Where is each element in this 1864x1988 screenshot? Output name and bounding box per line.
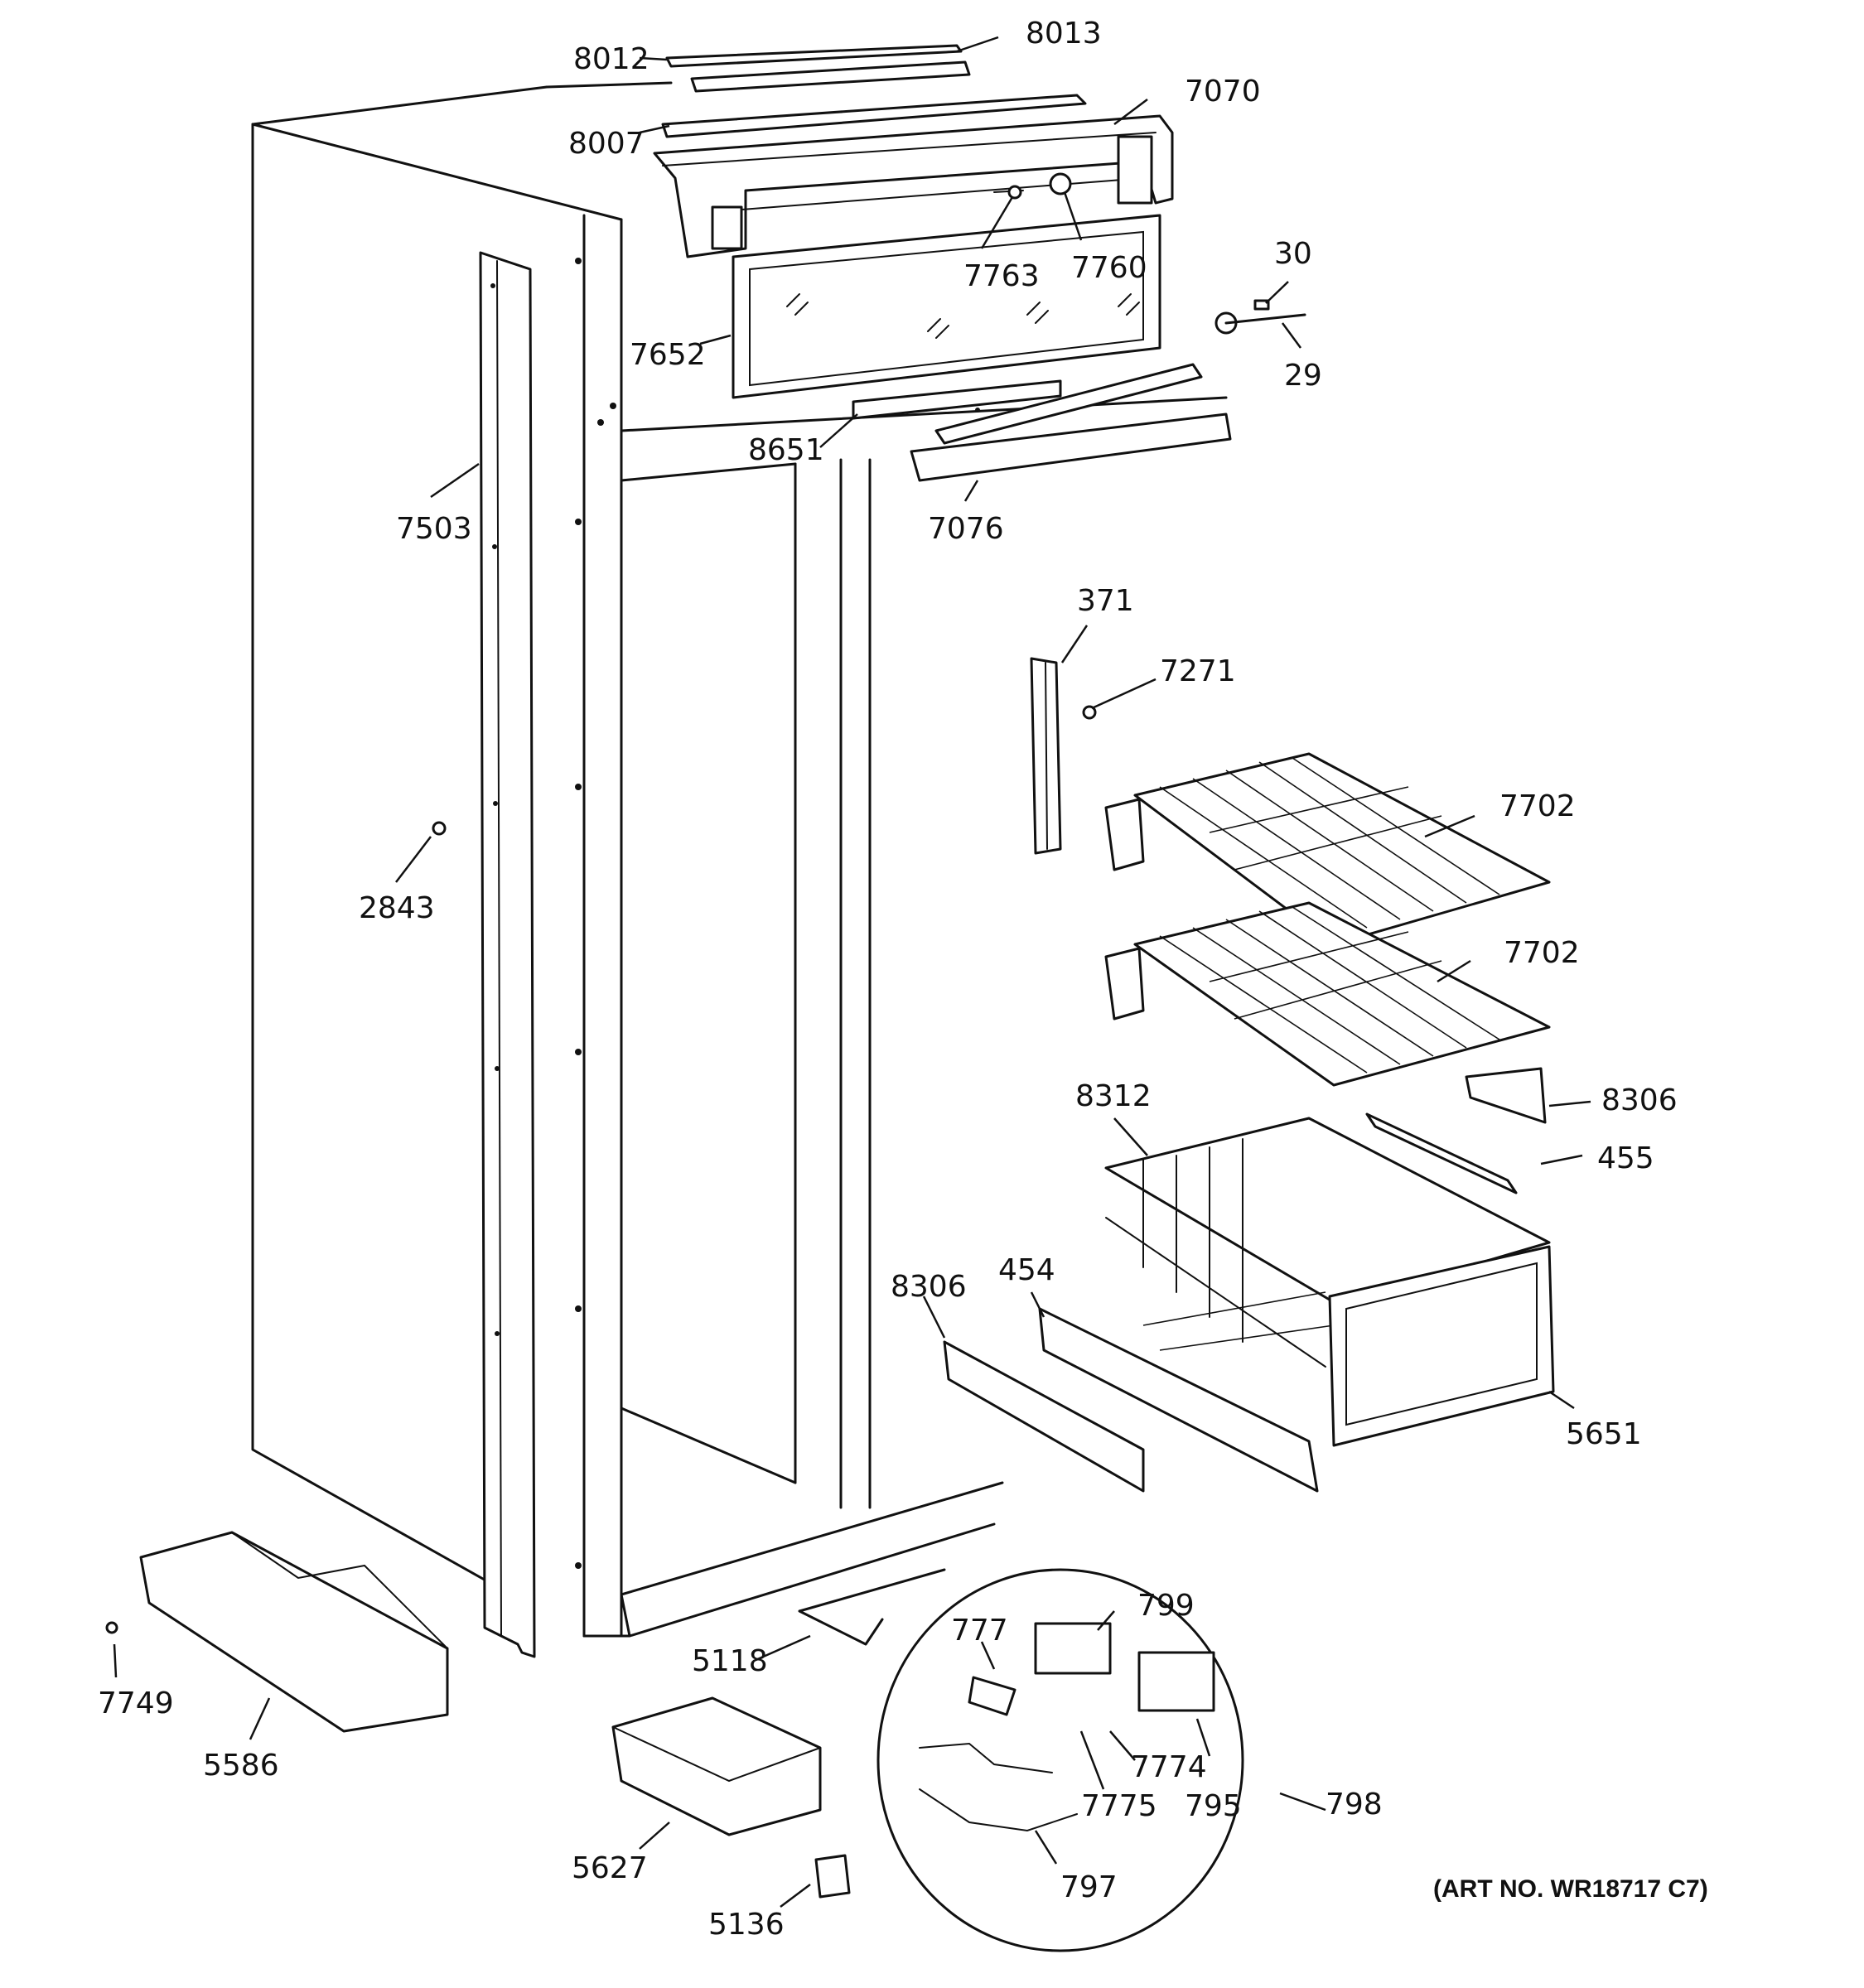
part-label: 7760: [1071, 251, 1147, 285]
part-label: 30: [1274, 237, 1312, 271]
freezer-basket: [1104, 1117, 1551, 1368]
wire-shelf-upper: [1104, 752, 1551, 946]
part-label: 5586: [203, 1749, 279, 1783]
part-label: 455: [1597, 1141, 1654, 1175]
part-label: 29: [1284, 359, 1322, 393]
part-label: 8306: [1601, 1083, 1678, 1117]
part-label: 7070: [1185, 75, 1261, 109]
lower-trims: [852, 363, 1232, 482]
part-label: 797: [1060, 1870, 1118, 1904]
part-label: 7749: [98, 1686, 174, 1720]
control-housing-7070: [653, 114, 1174, 258]
part-label: 7763: [963, 259, 1040, 293]
part-label: 5651: [1566, 1417, 1642, 1451]
part-label: 2843: [359, 891, 435, 925]
part-label: 7702: [1504, 936, 1580, 970]
cover-box-5586: [139, 1531, 449, 1733]
part-label: 7774: [1131, 1750, 1207, 1784]
ice-bin-and-hardware: [611, 1568, 946, 1899]
drawer-front-5651: [1328, 1245, 1555, 1447]
part-label: 7503: [396, 512, 472, 546]
shelf-rail-371: [1030, 657, 1062, 855]
top-trim-pieces: [661, 44, 1087, 138]
wire-shelf-lower: [1104, 901, 1551, 1087]
part-label: 5118: [692, 1644, 768, 1678]
door-trim-strip-7503: [479, 251, 536, 1658]
leader-lines: [113, 36, 1591, 1908]
cabinet-drawing: [251, 81, 1228, 1638]
small-hardware: [105, 185, 1306, 1634]
valve-detail-circle: [876, 1568, 1244, 1952]
glass-panel-7652: [732, 214, 1161, 399]
part-label: 371: [1077, 584, 1134, 618]
part-label: 5136: [708, 1908, 785, 1942]
art-number: (ART NO. WR18717 C7): [1433, 1875, 1708, 1903]
part-label: 7271: [1160, 654, 1236, 688]
part-labels: 8012 8013 7070 8007 7763 7760 30 29 7652…: [98, 17, 1708, 1942]
part-label: 7775: [1081, 1789, 1157, 1823]
drawer-slides: [943, 1067, 1547, 1493]
part-label: 5627: [572, 1851, 648, 1885]
part-label: 8312: [1075, 1079, 1152, 1113]
part-label: 777: [951, 1614, 1008, 1648]
part-label: 799: [1137, 1589, 1195, 1623]
part-label: 798: [1326, 1788, 1383, 1822]
part-label: 7652: [630, 338, 706, 372]
part-label: 8007: [568, 127, 645, 161]
part-label: 8012: [573, 42, 650, 76]
part-label: 8651: [748, 433, 824, 467]
part-label: 7702: [1499, 789, 1576, 823]
part-label: 8306: [891, 1270, 967, 1304]
part-label: 7076: [928, 512, 1004, 546]
part-label: 454: [998, 1253, 1055, 1287]
part-label: 795: [1185, 1789, 1242, 1823]
part-label: 8013: [1026, 17, 1102, 51]
